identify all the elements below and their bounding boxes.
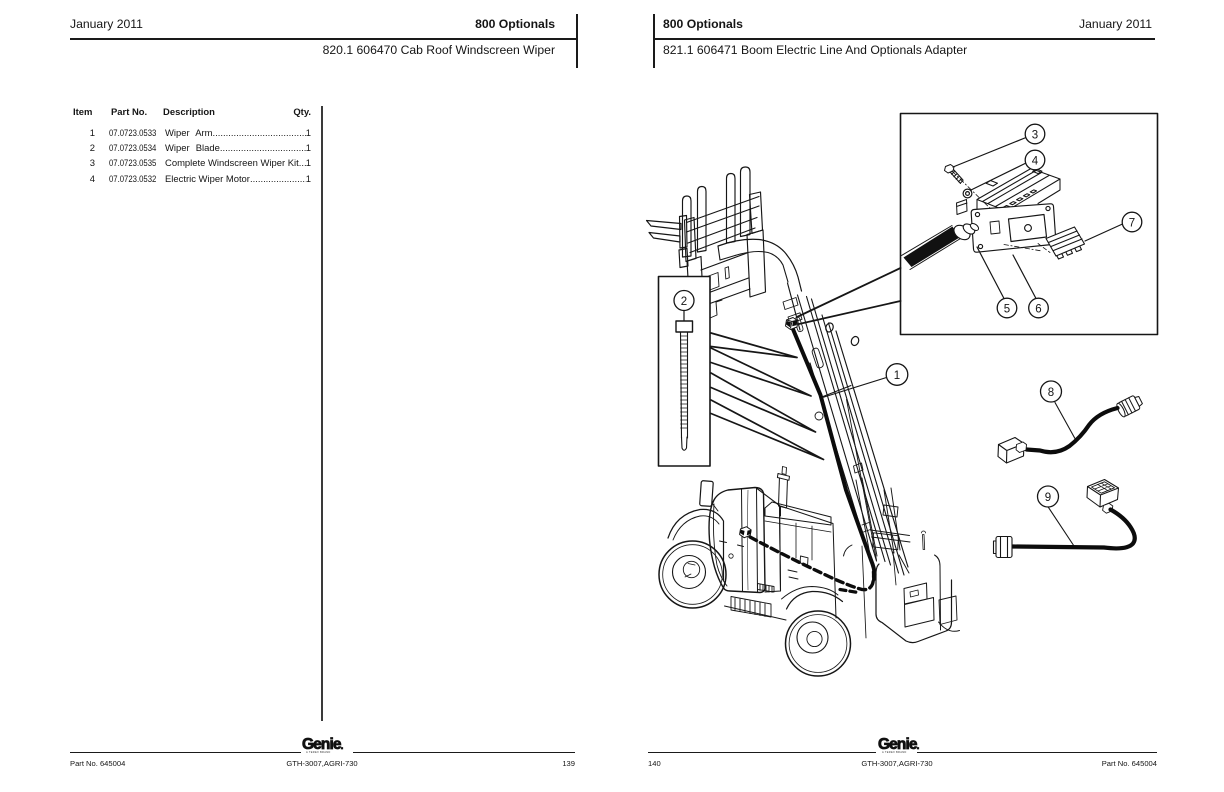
svg-text:4: 4 — [1032, 156, 1039, 168]
svg-text:2: 2 — [681, 296, 687, 308]
svg-text:3: 3 — [1032, 130, 1038, 142]
svg-text:9: 9 — [1045, 492, 1051, 504]
svg-text:5: 5 — [1004, 304, 1010, 316]
svg-text:1: 1 — [894, 370, 900, 382]
svg-text:8: 8 — [1048, 387, 1054, 399]
svg-text:6: 6 — [1035, 304, 1041, 316]
svg-text:7: 7 — [1129, 218, 1135, 230]
